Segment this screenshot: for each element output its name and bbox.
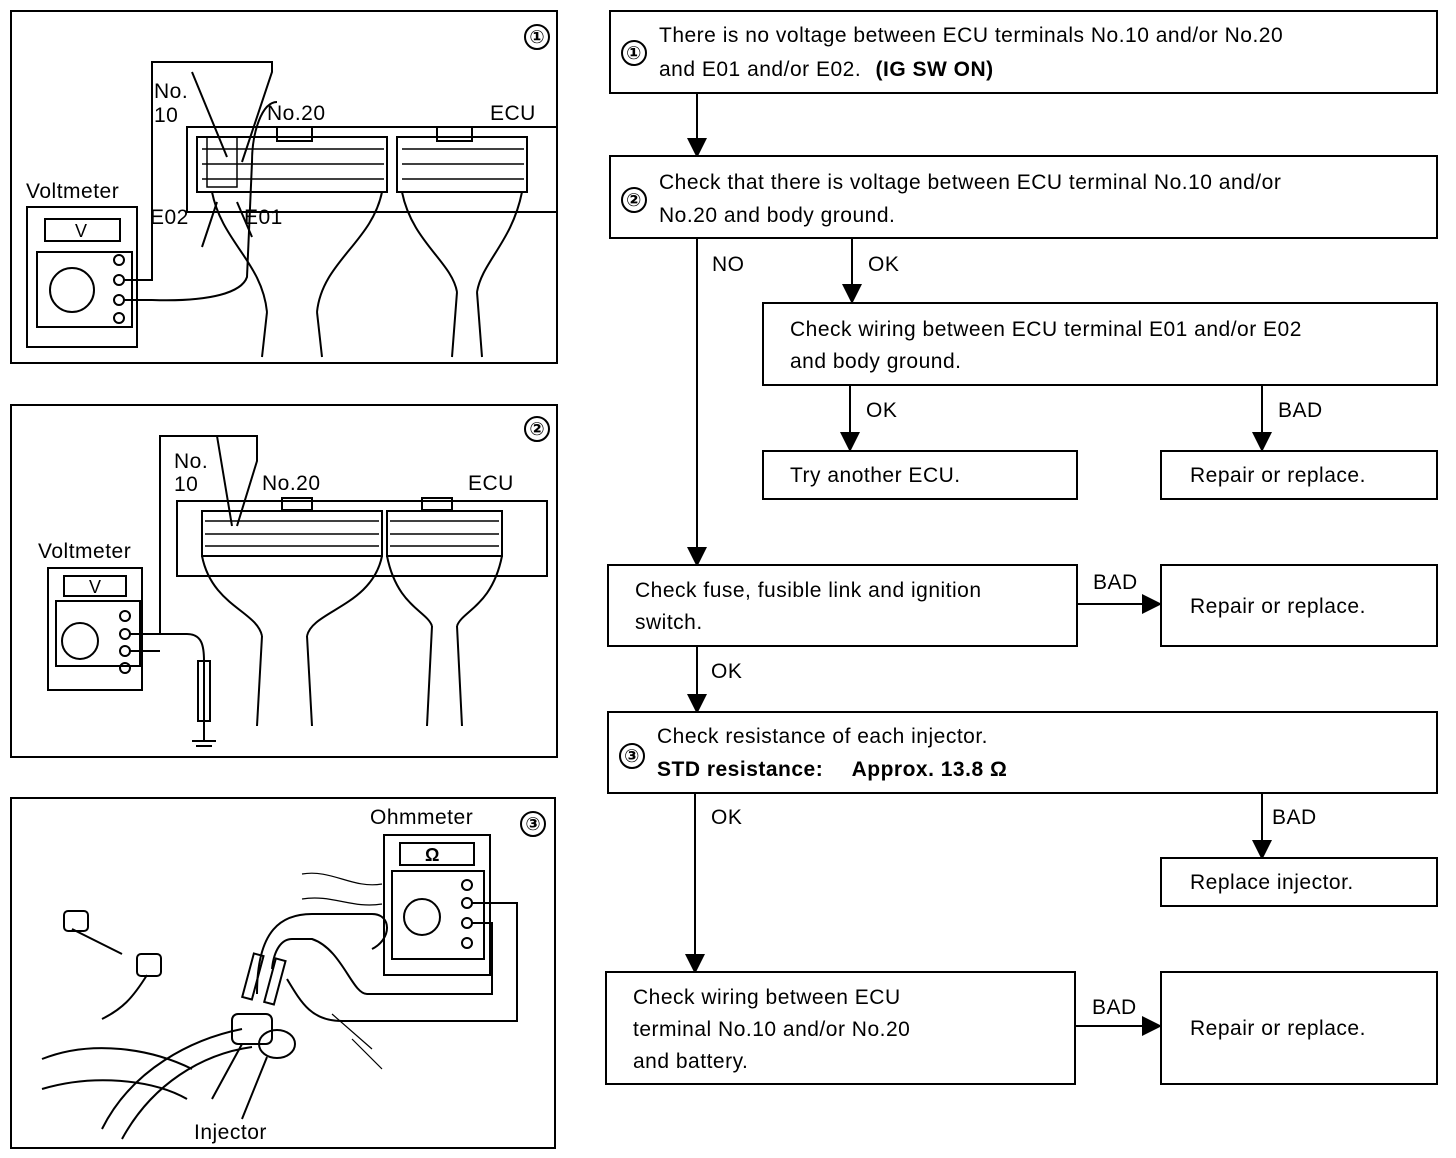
replace-injector-box: Replace injector. <box>1160 857 1438 907</box>
label-ok: OK <box>868 253 900 276</box>
label-ohmmeter-omega: Ω <box>425 845 440 865</box>
label-voltmeter-v: V <box>75 221 88 241</box>
try-another-ecu-box: Try another ECU. <box>762 450 1078 500</box>
diagram-panel-3: ③ Ohmmeter Ω Injector <box>10 797 556 1149</box>
label-bad: BAD <box>1278 399 1323 422</box>
label-ecu: ECU <box>490 102 536 125</box>
label-ohmmeter: Ohmmeter <box>370 806 474 829</box>
label-bad: BAD <box>1092 996 1137 1019</box>
label-no10-line2: 10 <box>174 473 199 496</box>
repair-replace-box-3: Repair or replace. <box>1160 971 1438 1085</box>
label-voltmeter-v: V <box>89 577 102 597</box>
step2-line2: No.20 and body ground. <box>659 204 896 227</box>
repair-replace-text: Repair or replace. <box>1190 464 1366 487</box>
step-number-badge: ③ <box>619 743 645 769</box>
std-resistance-value: Approx. 13.8 Ω <box>851 758 1008 781</box>
step2-line1: Check that there is voltage between ECU … <box>659 171 1282 194</box>
std-resistance-label: STD resistance: <box>657 758 824 781</box>
step3-line1: Check resistance of each injector. <box>657 725 988 748</box>
step-number-badge: ① <box>621 40 647 66</box>
try-another-ecu-text: Try another ECU. <box>790 464 961 487</box>
step1-ig-sw-on: (IG SW ON) <box>875 58 994 81</box>
panel-number-badge: ③ <box>520 811 546 837</box>
panel-number-badge: ② <box>524 416 550 442</box>
label-no10-line1: No. <box>174 450 209 473</box>
injector-ohmmeter-illustration <box>41 834 518 1140</box>
repair-replace-box-2: Repair or replace. <box>1160 564 1438 647</box>
diagram-panel-1: ① No. 10 No.20 ECU Voltmeter V E02 E01 <box>10 10 558 364</box>
label-e02: E02 <box>150 206 189 229</box>
step3-box: ③ Check resistance of each injector. STD… <box>607 711 1438 794</box>
label-injector: Injector <box>194 1121 267 1144</box>
check-fuse-line2: switch. <box>635 611 703 634</box>
label-voltmeter: Voltmeter <box>26 180 120 203</box>
label-ok: OK <box>866 399 898 422</box>
step3-line2: STD resistance: Approx. 13.8 Ω <box>657 754 1007 786</box>
label-ecu: ECU <box>468 472 514 495</box>
diagram-panel-2: ② No. 10 No.20 ECU Voltmeter V <box>10 404 558 758</box>
repair-replace-text: Repair or replace. <box>1190 595 1366 618</box>
label-voltmeter: Voltmeter <box>38 540 132 563</box>
label-bad: BAD <box>1272 806 1317 829</box>
label-no: NO <box>712 253 745 276</box>
label-e01: E01 <box>244 206 283 229</box>
label-ok: OK <box>711 806 743 829</box>
repair-replace-box-1: Repair or replace. <box>1160 450 1438 500</box>
label-no20: No.20 <box>262 472 321 495</box>
label-no10-line2: 10 <box>154 104 179 127</box>
label-bad: BAD <box>1093 571 1138 594</box>
label-ok: OK <box>711 660 743 683</box>
ecu-ground-voltmeter-illustration <box>47 435 548 747</box>
check-fuse-line1: Check fuse, fusible link and ignition <box>635 579 982 602</box>
step2-box: ② Check that there is voltage between EC… <box>609 155 1438 239</box>
step1-line1: There is no voltage between ECU terminal… <box>659 24 1284 47</box>
check-wiring-battery-line2: terminal No.10 and/or No.20 <box>633 1018 911 1041</box>
step1-line2-text: and E01 and/or E02. <box>659 58 862 81</box>
check-wiring-ground-box: Check wiring between ECU terminal E01 an… <box>762 302 1438 386</box>
check-wiring-battery-box: Check wiring between ECU terminal No.10 … <box>605 971 1076 1085</box>
step-number-badge: ② <box>621 187 647 213</box>
replace-injector-text: Replace injector. <box>1190 871 1354 894</box>
label-no20: No.20 <box>267 102 326 125</box>
check-wiring-battery-line1: Check wiring between ECU <box>633 986 901 1009</box>
check-wiring-battery-line3: and battery. <box>633 1050 749 1073</box>
step1-box: ① There is no voltage between ECU termin… <box>609 10 1438 94</box>
step1-line2: and E01 and/or E02. (IG SW ON) <box>659 54 994 86</box>
check-wiring-ground-line2: and body ground. <box>790 350 962 373</box>
check-fuse-box: Check fuse, fusible link and ignition sw… <box>607 564 1078 647</box>
check-wiring-ground-line1: Check wiring between ECU terminal E01 an… <box>790 318 1302 341</box>
panel-number-badge: ① <box>524 24 550 50</box>
repair-replace-text: Repair or replace. <box>1190 1017 1366 1040</box>
ecu-voltmeter-illustration-1 <box>26 61 558 358</box>
label-no10-line1: No. <box>154 80 189 103</box>
